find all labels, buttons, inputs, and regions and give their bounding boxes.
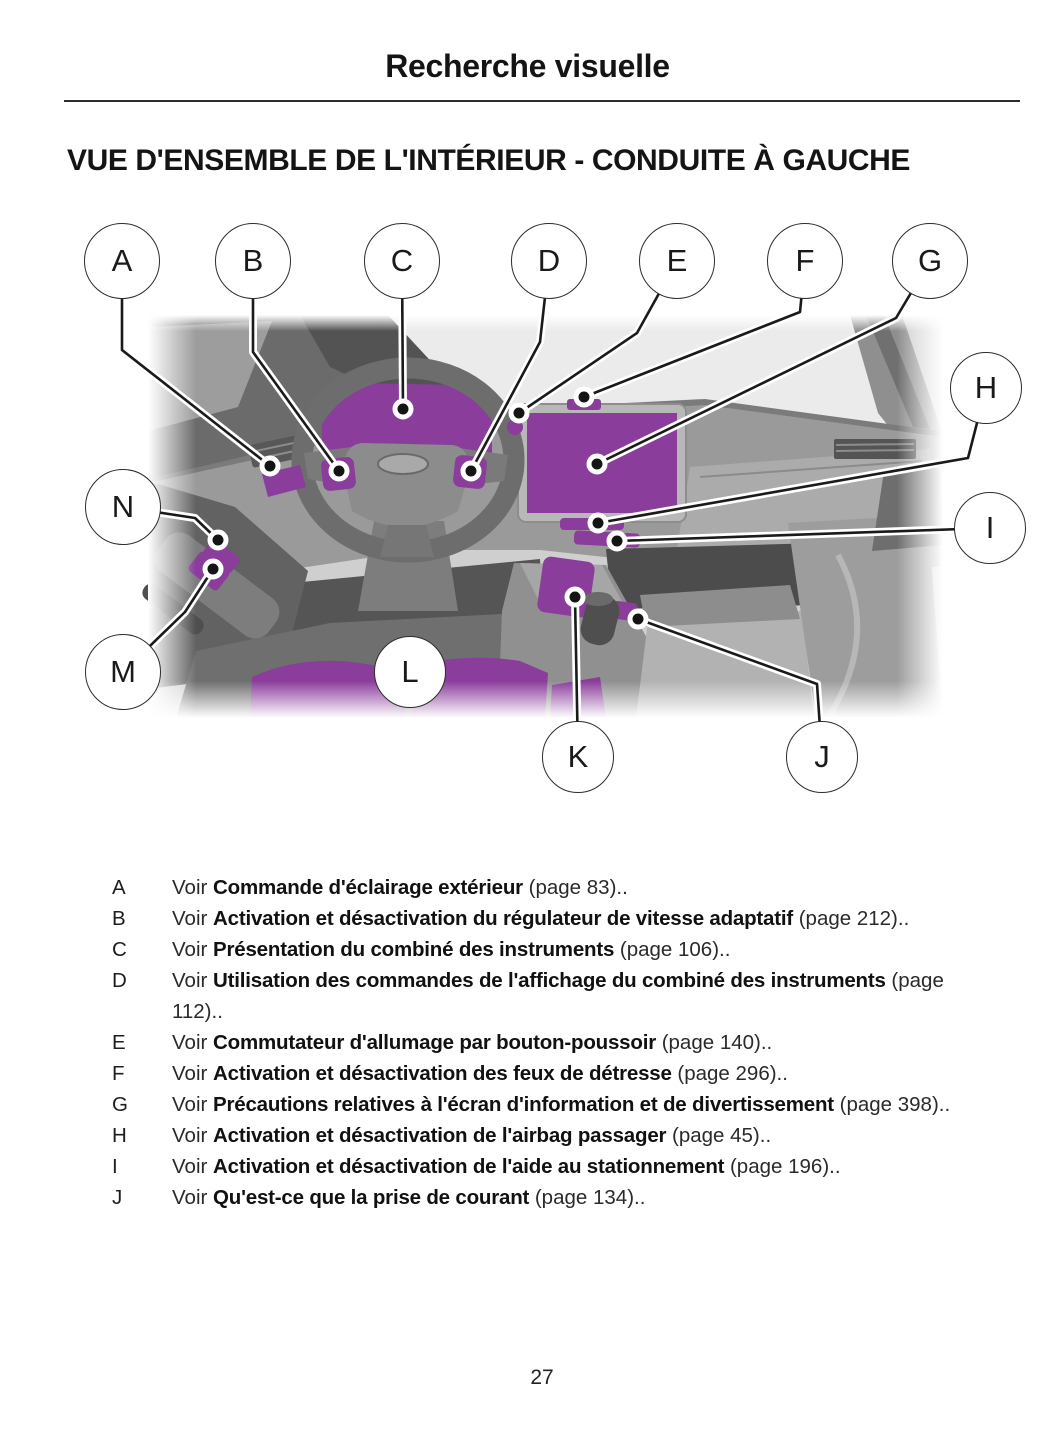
- car-interior-illustration: [118, 257, 994, 761]
- legend-item-f: F Voir Activation et désactivation des f…: [112, 1058, 992, 1089]
- callout-circle-j: J: [786, 721, 858, 793]
- highlight-instrument-cluster: [322, 383, 492, 455]
- legend-text: Voir Qu'est-ce que la prise de courant (…: [172, 1182, 645, 1213]
- page-ref: (page 45)..: [672, 1124, 772, 1147]
- callout-circle-h: H: [950, 352, 1022, 424]
- page-ref: (page 140)..: [661, 1031, 773, 1054]
- legend-letter: H: [112, 1124, 127, 1147]
- legend-title: Qu'est-ce que la prise de courant: [213, 1186, 530, 1209]
- legend-letter: B: [112, 907, 126, 930]
- callout-circle-c: C: [364, 223, 440, 299]
- legend-item-a: A Voir Commande d'éclairage extérieur (p…: [112, 872, 992, 903]
- legend-text: Voir Activation et désactivation de l'ai…: [172, 1151, 841, 1182]
- legend-text: Voir Activation et désactivation du régu…: [172, 903, 909, 934]
- see-label: Voir: [172, 938, 208, 961]
- callout-circle-m: M: [85, 634, 161, 710]
- legend-letter: J: [112, 1186, 123, 1209]
- legend-item-j: J Voir Qu'est-ce que la prise de courant…: [112, 1182, 992, 1213]
- legend-text: Voir Activation et désactivation de l'ai…: [172, 1120, 771, 1151]
- photo-edge-fades: [148, 315, 943, 718]
- legend-text: Voir Précautions relatives à l'écran d'i…: [172, 1089, 950, 1120]
- see-label: Voir: [172, 1093, 208, 1116]
- page-ref: (page 134)..: [534, 1186, 646, 1209]
- page-ref: (page 212)..: [798, 907, 910, 930]
- legend-text: Voir Présentation du combiné des instrum…: [172, 934, 730, 965]
- leader-dots: [202, 386, 649, 630]
- see-label: Voir: [172, 1155, 208, 1178]
- see-label: Voir: [172, 1031, 208, 1054]
- highlight-regions: [322, 383, 492, 455]
- callout-circle-i: I: [954, 492, 1026, 564]
- legend-title: Activation et désactivation de l'airbag …: [213, 1124, 667, 1147]
- legend-text: Voir Activation et désactivation des feu…: [172, 1058, 788, 1089]
- page-ref: (page 83)..: [528, 876, 628, 899]
- callout-circle-l: L: [374, 636, 446, 708]
- callout-circle-a: A: [84, 223, 160, 299]
- callout-circle-f: F: [767, 223, 843, 299]
- legend-title: Présentation du combiné des instruments: [213, 938, 615, 961]
- page-ref: (page 106)..: [619, 938, 731, 961]
- legend-item-e: E Voir Commutateur d'allumage par bouton…: [112, 1027, 992, 1058]
- leader-line-i: [613, 524, 994, 545]
- legend-letter: A: [112, 876, 126, 899]
- legend-item-h: H Voir Activation et désactivation de l'…: [112, 1120, 992, 1151]
- callout-circle-e: E: [639, 223, 715, 299]
- title-divider: [64, 100, 1020, 102]
- legend-item-d: D Voir Utilisation des commandes de l'af…: [112, 965, 992, 1027]
- legend-title: Activation et désactivation du régulateu…: [213, 907, 794, 930]
- legend-item-i: I Voir Activation et désactivation de l'…: [112, 1151, 992, 1182]
- legend-title: Utilisation des commandes de l'affichage…: [213, 969, 886, 992]
- page-ref: (page 196)..: [729, 1155, 841, 1178]
- page-ref: (page 112)..: [172, 969, 944, 1023]
- ford-oval-badge: [377, 453, 429, 475]
- legend-title: Activation et désactivation des feux de …: [213, 1062, 672, 1085]
- legend-letter: C: [112, 938, 127, 961]
- callout-circle-n: N: [85, 469, 161, 545]
- page-ref: (page 296)..: [677, 1062, 788, 1085]
- legend-item-g: G Voir Précautions relatives à l'écran d…: [112, 1089, 992, 1120]
- legend-letter: F: [112, 1062, 125, 1085]
- legend-text: Voir Commutateur d'allumage par bouton-p…: [172, 1027, 772, 1058]
- legend-letter: D: [112, 969, 127, 992]
- page-title: Recherche visuelle: [385, 48, 670, 84]
- page-ref: (page 398)..: [839, 1093, 951, 1116]
- legend-title: Précautions relatives à l'écran d'inform…: [213, 1093, 834, 1116]
- see-label: Voir: [172, 1124, 208, 1147]
- callout-circle-b: B: [215, 223, 291, 299]
- see-label: Voir: [172, 1186, 208, 1209]
- see-label: Voir: [172, 876, 208, 899]
- see-label: Voir: [172, 969, 208, 992]
- legend-item-b: B Voir Activation et désactivation du ré…: [112, 903, 992, 934]
- figure-legend: A Voir Commande d'éclairage extérieur (p…: [112, 872, 992, 1213]
- callout-circle-d: D: [511, 223, 587, 299]
- legend-letter: G: [112, 1093, 128, 1116]
- interior-photo: [142, 315, 943, 718]
- legend-title: Commande d'éclairage extérieur: [213, 876, 523, 899]
- legend-item-c: C Voir Présentation du combiné des instr…: [112, 934, 992, 965]
- callout-circle-k: K: [542, 721, 614, 793]
- legend-text: Voir Utilisation des commandes de l'affi…: [172, 965, 990, 1027]
- page-number: 27: [530, 1366, 554, 1389]
- legend-text: Voir Commande d'éclairage extérieur (pag…: [172, 872, 628, 903]
- legend-letter: E: [112, 1031, 126, 1054]
- legend-title: Commutateur d'allumage par bouton-pousso…: [213, 1031, 656, 1054]
- interior-overview-figure: A B C D E F G H I J K L M N: [0, 215, 1055, 835]
- see-label: Voir: [172, 1062, 208, 1085]
- see-label: Voir: [172, 907, 208, 930]
- legend-letter: I: [112, 1155, 118, 1178]
- section-heading: VUE D'ENSEMBLE DE L'INTÉRIEUR - CONDUITE…: [67, 144, 911, 177]
- legend-title: Activation et désactivation de l'aide au…: [213, 1155, 725, 1178]
- callout-circle-g: G: [892, 223, 968, 299]
